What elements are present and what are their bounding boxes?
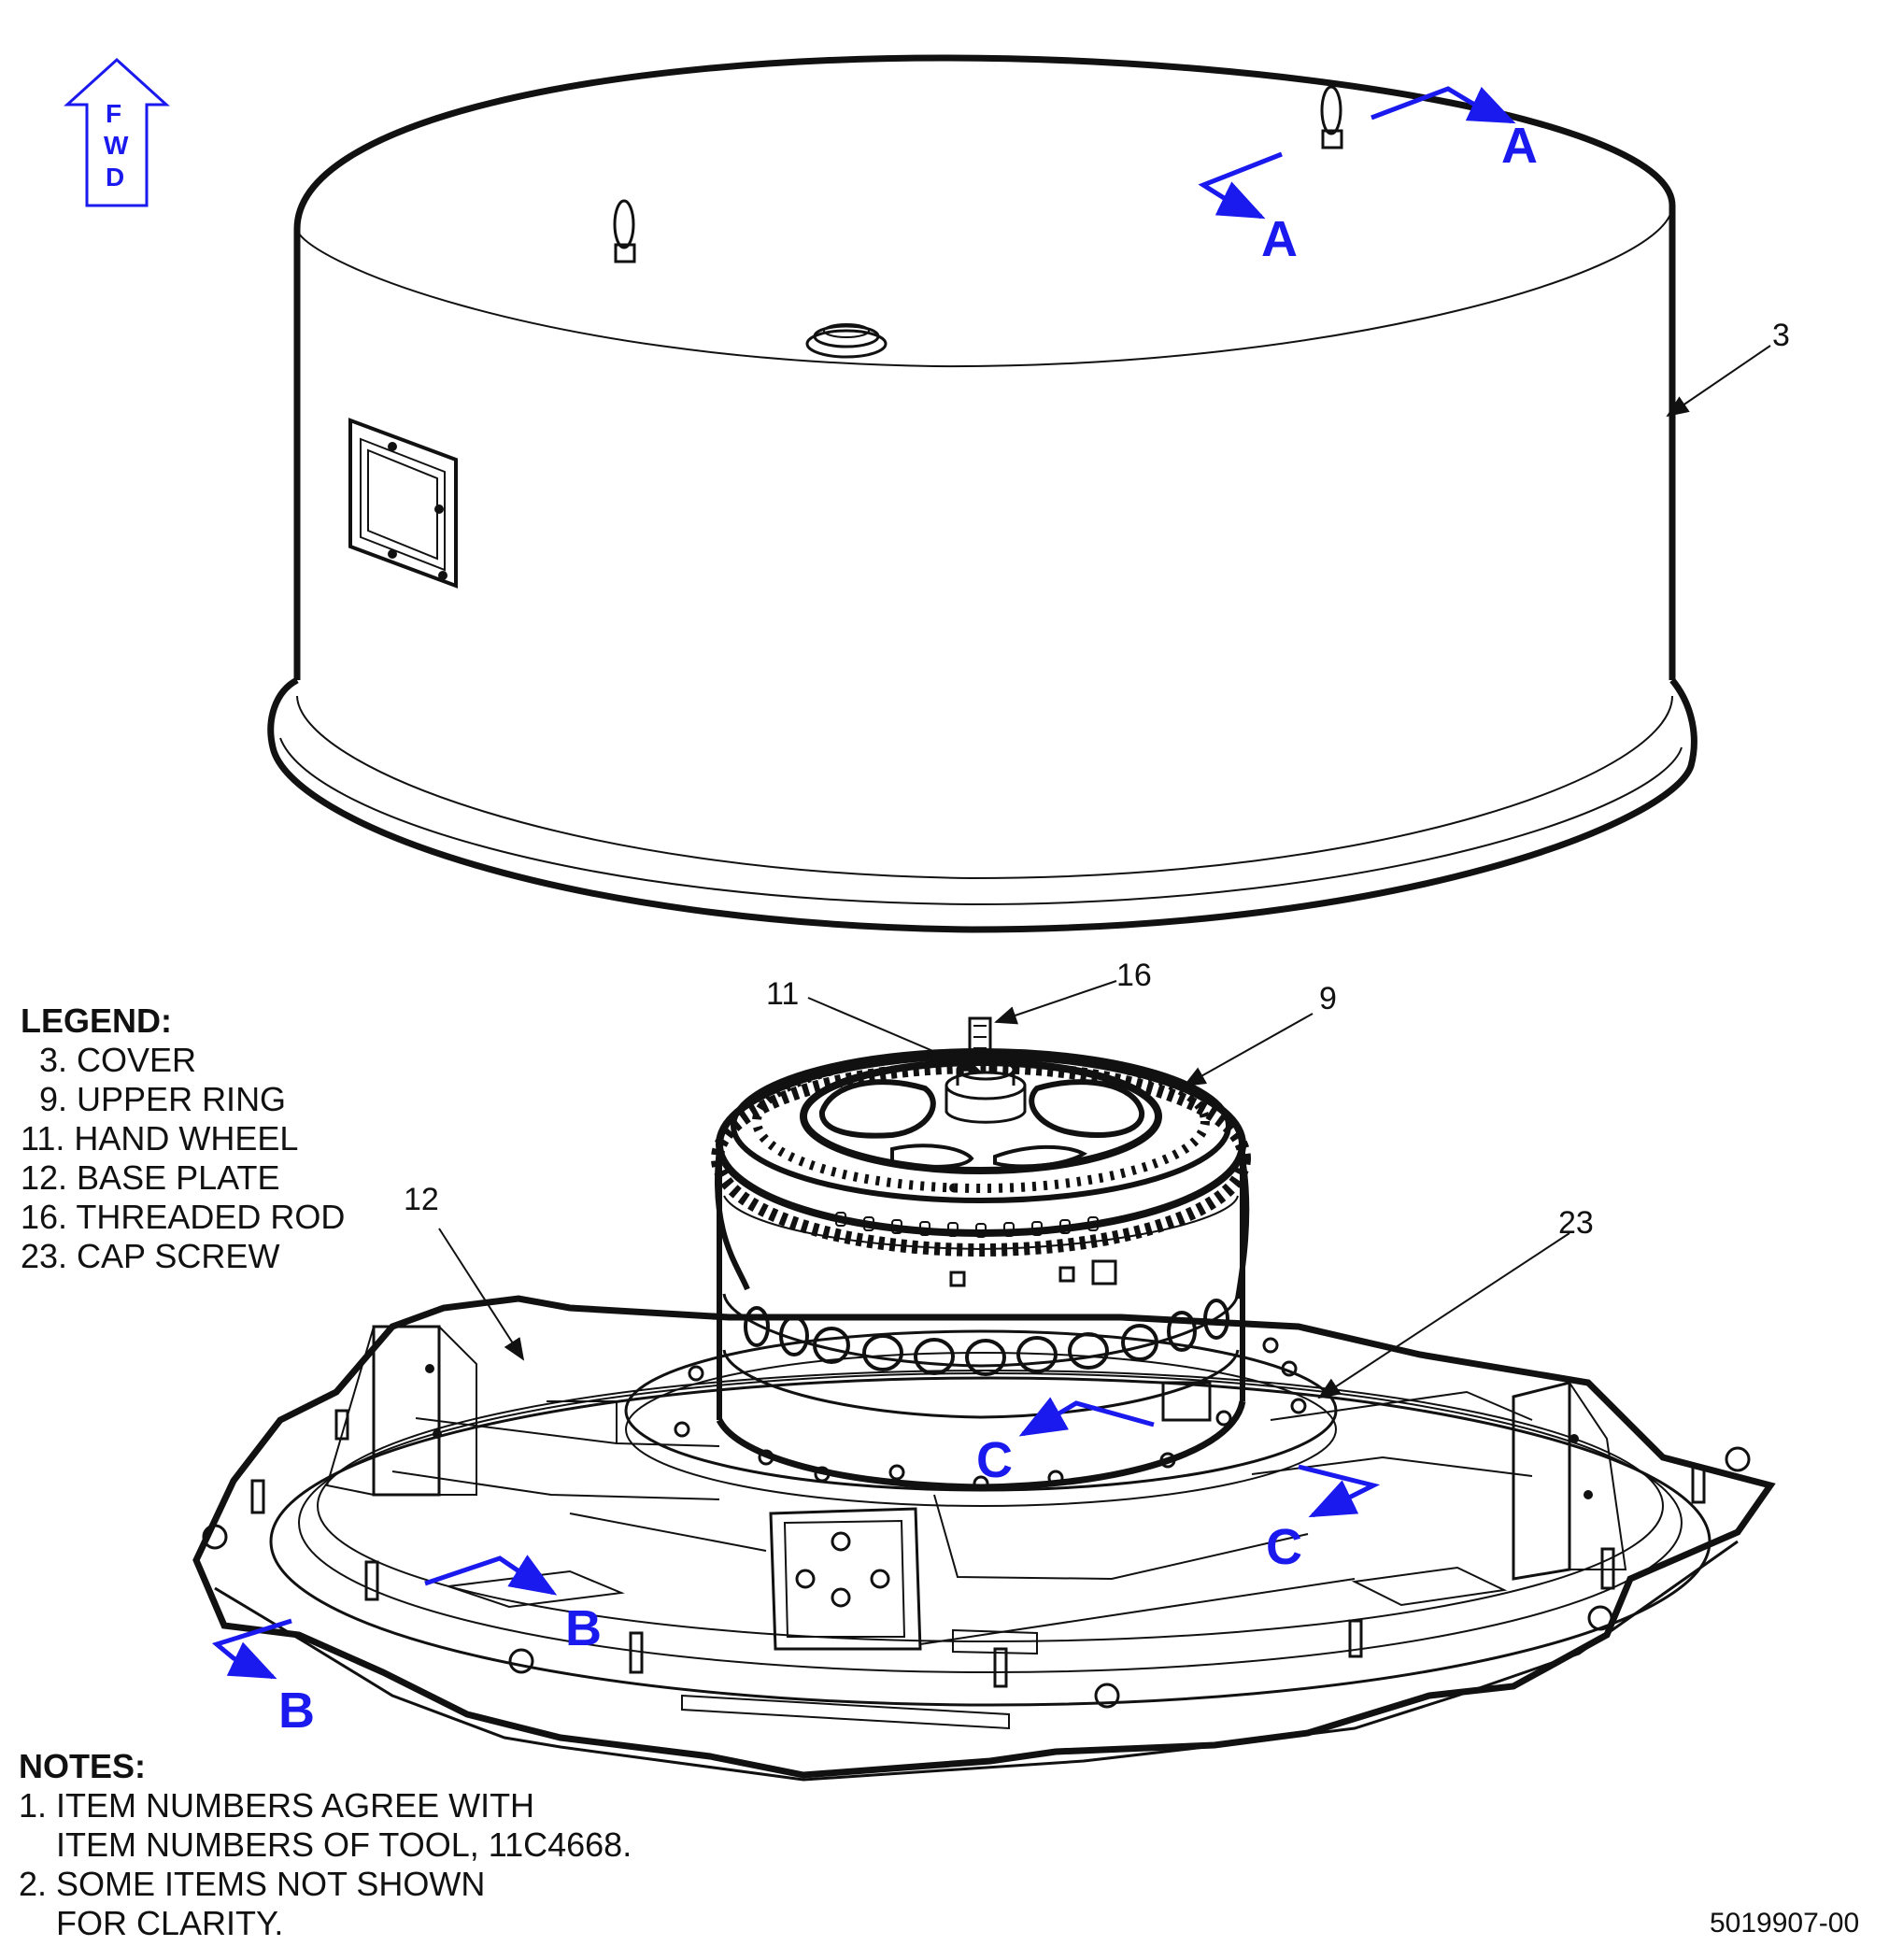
- callout-item-12: 12: [404, 1182, 439, 1217]
- legend-item: 12. BASE PLATE: [21, 1158, 280, 1197]
- support-bracket-front: [769, 1507, 922, 1651]
- base-ring-outer: [269, 1376, 1711, 1707]
- callout-item-16: 16: [1116, 958, 1152, 993]
- callout-item-23: 23: [1558, 1205, 1594, 1241]
- cover-top-rim: [293, 54, 1676, 230]
- legend-item: 9. UPPER RING: [21, 1080, 287, 1118]
- callout-item-11: 11: [766, 976, 800, 1012]
- fwd-letter-f: F: [106, 99, 122, 128]
- fwd-letter-d: D: [106, 163, 125, 192]
- base-outer-edge: [192, 1295, 1776, 1779]
- support-bracket-left: [325, 1325, 477, 1497]
- callout-item-9: 9: [1319, 981, 1337, 1016]
- section-cut-lines: [211, 86, 1516, 1680]
- inspection-window: [348, 418, 458, 589]
- note-line: ITEM NUMBERS OF TOOL, 11C4668.: [19, 1825, 632, 1864]
- section-label-b-lower: B: [278, 1683, 315, 1739]
- base-lug-eyes: [202, 1446, 1751, 1709]
- callout-leaders: [438, 345, 1771, 1399]
- legend-item: 3. COVER: [21, 1041, 197, 1079]
- fwd-letter-w: W: [104, 131, 129, 160]
- callout-item-3: 3: [1772, 318, 1790, 353]
- drawing-number: 5019907-00: [1710, 1908, 1860, 1939]
- threaded-rod: [968, 1016, 992, 1074]
- note-line: FOR CLARITY.: [19, 1904, 284, 1942]
- support-bracket-right: [1512, 1381, 1627, 1581]
- legend-title: LEGEND:: [21, 1001, 172, 1040]
- legend-item: 23. CAP SCREW: [21, 1237, 280, 1275]
- section-label-a-right: A: [1501, 118, 1538, 174]
- cover-assembly: [267, 54, 1697, 933]
- note-line: 2. SOME ITEMS NOT SHOWN: [19, 1865, 486, 1903]
- section-label-c-lower: C: [1266, 1519, 1302, 1575]
- ring-clamps: [250, 1409, 1706, 1688]
- section-label-b-upper: B: [565, 1600, 602, 1656]
- lifting-eye-right: [1320, 85, 1343, 149]
- legend: LEGEND: 3. COVER 9. UPPER RING 11. HAND …: [21, 1001, 345, 1276]
- legend-item: 16. THREADED ROD: [21, 1198, 346, 1236]
- legend-item: 11. HAND WHEEL: [21, 1119, 299, 1158]
- section-label-a-left: A: [1261, 211, 1298, 267]
- cover-center-boss: [805, 323, 888, 359]
- notes: NOTES: 1. ITEM NUMBERS AGREE WITH ITEM N…: [19, 1747, 632, 1943]
- fwd-arrow-icon: [64, 57, 170, 207]
- note-line: 1. ITEM NUMBERS AGREE WITH: [19, 1786, 535, 1825]
- lifting-eye-left: [613, 199, 636, 263]
- hand-wheel: [800, 1058, 1162, 1174]
- fixture-core: [624, 1016, 1338, 1507]
- base-plate-assembly: [192, 1295, 1776, 1782]
- notes-title: NOTES:: [19, 1747, 147, 1785]
- section-label-c-upper: C: [976, 1432, 1013, 1488]
